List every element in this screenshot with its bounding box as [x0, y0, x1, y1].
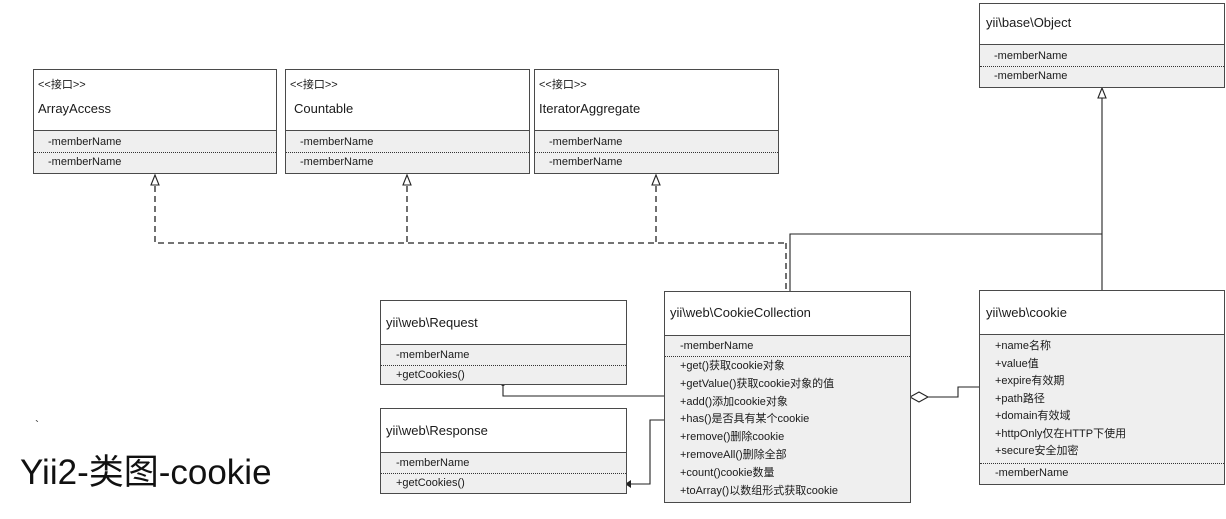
- class-header: yii\web\Response: [381, 409, 626, 453]
- class-name: yii\web\CookieCollection: [670, 305, 811, 320]
- class-base-object[interactable]: yii\base\Object -memberName -memberName: [979, 3, 1225, 88]
- collection-generalization-line: [789, 233, 1102, 292]
- class-name: ArrayAccess: [38, 101, 111, 116]
- method-row: -memberName: [995, 466, 1069, 479]
- class-web-cookie[interactable]: yii\web\cookie +name名称 +value值 +expire有效…: [979, 290, 1225, 485]
- stereotype-label: <<接口>>: [38, 79, 86, 91]
- diagram-title: Yii2-类图-cookie: [20, 453, 272, 492]
- attribute-row: -memberName: [680, 340, 754, 352]
- class-name: yii\web\Response: [386, 423, 488, 438]
- attribute-row: -memberName: [396, 457, 470, 469]
- method-row: +getCookies(): [396, 369, 465, 381]
- method-row: +add()添加cookie对象: [680, 395, 788, 408]
- class-header: <<接口>> IteratorAggregate: [535, 70, 778, 131]
- method-row: -memberName: [48, 156, 122, 168]
- attribute-row: +httpOnly仅在HTTP下使用: [995, 427, 1127, 440]
- methods-section: +get()获取cookie对象 +getValue()获取cookie对象的值…: [665, 356, 910, 502]
- stray-mark: `: [35, 418, 39, 432]
- class-header: <<接口>> ArrayAccess: [34, 70, 276, 131]
- attribute-row: -memberName: [994, 50, 1068, 62]
- class-name: IteratorAggregate: [539, 101, 641, 116]
- class-name: yii\base\Object: [986, 15, 1072, 30]
- interface-countable[interactable]: <<接口>> Countable -memberName -memberName: [285, 69, 530, 174]
- attributes-section: -memberName: [980, 45, 1224, 66]
- method-row: +has()是否具有某个cookie: [680, 413, 810, 426]
- methods-section: +getCookies(): [381, 365, 626, 384]
- attribute-row: +secure安全加密: [995, 445, 1079, 457]
- attribute-row: +path路径: [995, 392, 1045, 405]
- attributes-section: +name名称 +value值 +expire有效期 +path路径 +doma…: [980, 335, 1224, 463]
- method-row: -memberName: [300, 156, 374, 168]
- attribute-row: -memberName: [300, 136, 374, 148]
- attribute-row: +name名称: [995, 340, 1051, 352]
- attributes-section: -memberName: [381, 345, 626, 365]
- class-web-request[interactable]: yii\web\Request -memberName +getCookies(…: [380, 300, 627, 385]
- attributes-section: -memberName: [34, 131, 276, 152]
- iteratoraggregate-arrowhead: [651, 173, 661, 186]
- aggregation-diamond: [908, 391, 930, 403]
- methods-section: -memberName: [980, 462, 1224, 484]
- object-arrowhead: [1097, 86, 1107, 99]
- attributes-section: -memberName: [286, 131, 529, 152]
- class-header: yii\web\CookieCollection: [665, 292, 910, 336]
- arrayaccess-arrowhead: [150, 173, 160, 186]
- class-header: yii\web\Request: [381, 301, 626, 345]
- methods-section: -memberName: [535, 152, 778, 173]
- class-name: yii\web\Request: [386, 315, 478, 330]
- method-row: +get()获取cookie对象: [680, 360, 785, 372]
- aggregation-line: [928, 386, 980, 398]
- attribute-row: +domain有效域: [995, 410, 1071, 422]
- class-name: Countable: [294, 101, 354, 116]
- class-name: yii\web\cookie: [986, 305, 1067, 320]
- method-row: +count()cookie数量: [680, 466, 775, 479]
- methods-section: -memberName: [34, 152, 276, 173]
- method-row: -memberName: [994, 70, 1068, 82]
- attribute-row: -memberName: [549, 136, 623, 148]
- attributes-section: -memberName: [535, 131, 778, 152]
- method-row: +removeAll()删除全部: [680, 448, 787, 461]
- method-row: +toArray()以数组形式获取cookie: [680, 484, 839, 497]
- stereotype-label: <<接口>>: [539, 79, 587, 91]
- methods-section: +getCookies(): [381, 473, 626, 493]
- response-arrowhead: [625, 480, 631, 488]
- class-header: <<接口>> Countable: [286, 70, 529, 131]
- interface-arrayaccess[interactable]: <<接口>> ArrayAccess -memberName -memberNa…: [33, 69, 277, 174]
- request-association-line: [502, 384, 664, 397]
- method-row: +getValue()获取cookie对象的值: [680, 377, 835, 390]
- realization-arrayaccess-line: [154, 186, 786, 244]
- attribute-row: -memberName: [48, 136, 122, 148]
- countable-arrowhead: [402, 173, 412, 186]
- attribute-row: -memberName: [396, 349, 470, 361]
- attributes-section: -memberName: [381, 453, 626, 473]
- class-header: yii\base\Object: [980, 4, 1224, 45]
- attribute-row: +value值: [995, 357, 1039, 370]
- interface-iteratoraggregate[interactable]: <<接口>> IteratorAggregate -memberName -me…: [534, 69, 779, 174]
- stereotype-label: <<接口>>: [290, 79, 338, 91]
- attribute-row: +expire有效期: [995, 375, 1065, 387]
- class-header: yii\web\cookie: [980, 291, 1224, 335]
- methods-section: -memberName: [980, 66, 1224, 87]
- response-association-line: [625, 419, 664, 485]
- method-row: +remove()删除cookie: [680, 431, 785, 444]
- method-row: +getCookies(): [396, 477, 465, 489]
- class-cookie-collection[interactable]: yii\web\CookieCollection -memberName +ge…: [664, 291, 911, 503]
- methods-section: -memberName: [286, 152, 529, 173]
- class-web-response[interactable]: yii\web\Response -memberName +getCookies…: [380, 408, 627, 494]
- method-row: -memberName: [549, 156, 623, 168]
- attributes-section: -memberName: [665, 336, 910, 356]
